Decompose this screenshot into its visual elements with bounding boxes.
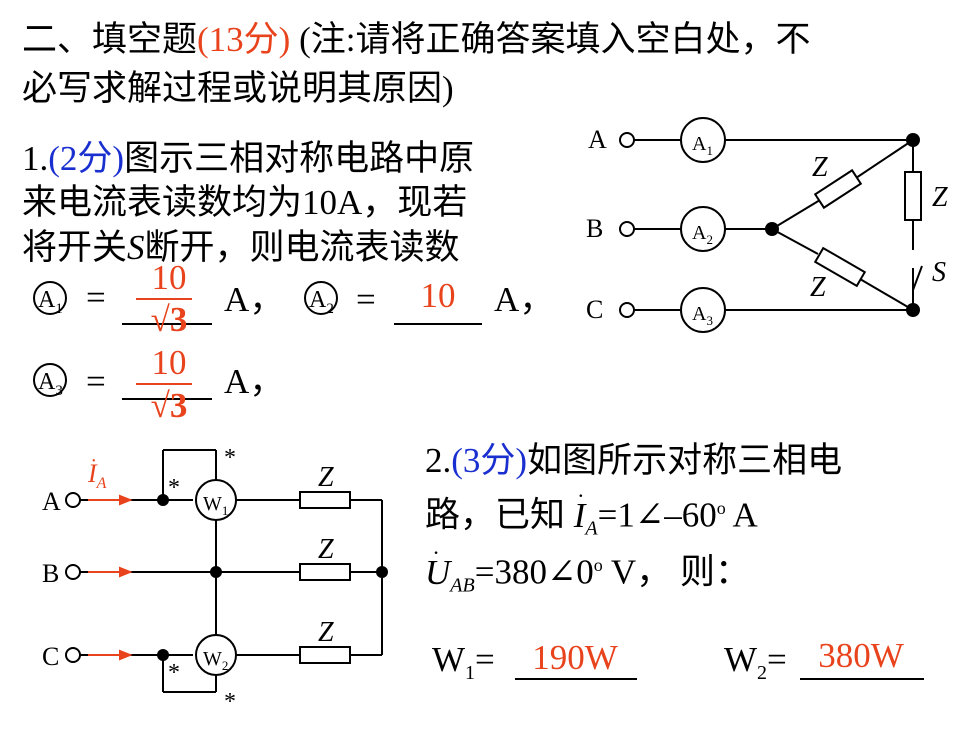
a3-numerator: 10 (151, 343, 187, 382)
circuit2-w1-label: W1 (203, 493, 229, 518)
q2-text3b: =380∠0 (474, 552, 594, 592)
q2-text3c: V， 则： (602, 552, 750, 592)
w1-answer: 190W (532, 638, 618, 677)
circuit1-label-c: C (586, 295, 604, 324)
circuit2-z-b: Z (318, 534, 334, 565)
q2-deg1: o (716, 498, 726, 518)
circuit1-meter-a1: A1 (692, 133, 713, 158)
circuit2-current-ia: ·IA (88, 450, 107, 493)
a1-denominator: √3 (150, 300, 188, 339)
q1-text3a: 将开关 (22, 228, 128, 267)
a1-equals: = (86, 278, 106, 317)
w2-answer-label: W2= (724, 640, 787, 684)
w2-star-left: * (168, 660, 180, 686)
meter-a3-label: A3 (38, 369, 63, 399)
q1-number: 1. (22, 139, 49, 178)
circuit2-w2-label: W2 (203, 648, 229, 673)
q2-ia: ·I (573, 482, 586, 535)
meter-a2-symbol (304, 281, 338, 315)
meter-a2-label: A2 (309, 287, 334, 317)
w1-star-left: * (168, 475, 180, 501)
circuit1-label-a: A (588, 125, 607, 154)
meter-a1-symbol (33, 281, 67, 315)
circuit2-label-b: B (42, 559, 60, 588)
section-note-line2: 必写求解过程或说明其原因) (22, 69, 454, 108)
q2-text1: 如图所示对称三相电 (527, 441, 843, 480)
circuit1-meter-a2: A2 (692, 222, 713, 247)
a2-unit: A， (494, 280, 555, 319)
w1-star-top: * (224, 445, 236, 471)
q2-line3: ·UAB=380∠0o V， 则： (425, 539, 750, 606)
q1-line1: 1.(2分)图示三相对称电路中原 (22, 139, 474, 179)
circuit1-z-right: Z (932, 182, 948, 213)
q1-line3: 将开关S断开，则电流表读数 (22, 228, 460, 268)
q2-score: (3分) (451, 441, 528, 480)
w1-answer-label: W1= (432, 640, 495, 684)
a2-answer: 10 (420, 276, 456, 315)
q2-line1: 2.(3分)如图所示对称三相电 (425, 441, 842, 481)
a2-equals: = (356, 280, 376, 319)
w2-star-bottom: * (224, 689, 236, 715)
q1-text1: 图示三相对称电路中原 (124, 139, 475, 178)
q2-text2b: =1∠–60 (597, 495, 717, 535)
circuit2-z-c: Z (318, 617, 334, 648)
circuit2-label-a: A (42, 487, 61, 516)
q2-ia-sub: A (585, 517, 598, 540)
section-title: 二、填空题(13分) (注:请将正确答案填入空白处，不 (22, 20, 810, 60)
circuit1-z-lower: Z (810, 272, 826, 303)
circuit1-switch-label: S (932, 257, 946, 288)
a1-underline (122, 323, 212, 325)
q2-text2c: A (725, 495, 758, 535)
a1-unit: A， (224, 280, 285, 319)
a3-underline (122, 398, 212, 400)
a3-unit: A， (224, 362, 285, 401)
w1-underline (515, 678, 637, 680)
section-title-text: 二、填空题 (22, 20, 198, 59)
q2-number: 2. (425, 441, 452, 480)
a3-fraction-bar (136, 383, 192, 385)
circuit1-z-upper: Z (812, 152, 828, 183)
a2-underline (394, 323, 482, 325)
q1-switch-s: S (127, 228, 145, 267)
a3-equals: = (86, 362, 106, 401)
q2-deg2: o (593, 555, 603, 575)
q2-uab-sub: AB (450, 574, 475, 597)
q2-uab: ·U (425, 539, 451, 592)
a1-fraction-bar (136, 298, 192, 300)
circuit2-label-c: C (42, 642, 60, 671)
q1-text3b: 断开，则电流表读数 (144, 228, 460, 267)
circuit2-z-a: Z (318, 462, 334, 493)
section-note: (注:请将正确答案填入空白处，不 (290, 20, 811, 59)
circuit1-meter-a3: A3 (692, 303, 713, 328)
q1-line2: 来电流表读数均为10A，现若 (22, 183, 468, 222)
w2-underline (800, 678, 924, 680)
q1-score: (2分) (48, 139, 125, 178)
meter-a3-symbol (33, 363, 67, 397)
circuit1-label-b: B (586, 214, 604, 243)
q2-text2a: 路，已知 (425, 495, 574, 535)
meter-a1-label: A1 (38, 287, 63, 317)
a1-numerator: 10 (151, 258, 187, 297)
w2-answer: 380W (818, 636, 904, 675)
a3-denominator: √3 (150, 386, 188, 425)
q2-line2: 路，已知 ·IA=1∠–60o A (425, 482, 758, 549)
section-score: (13分) (197, 20, 291, 59)
